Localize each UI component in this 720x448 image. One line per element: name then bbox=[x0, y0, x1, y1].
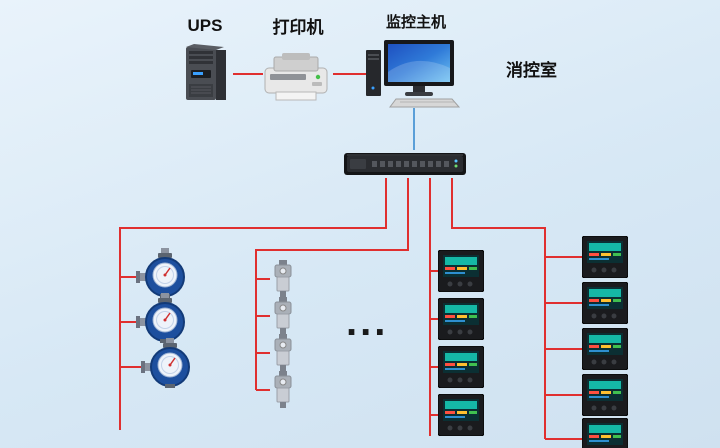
digital-meter-icon bbox=[582, 328, 628, 370]
digital-meter-icon bbox=[582, 282, 628, 324]
control-room-label: 消控室 bbox=[506, 61, 557, 80]
printer-icon bbox=[262, 52, 330, 102]
water-meter-icon bbox=[141, 338, 199, 388]
monitor-host-label: 监控主机 bbox=[385, 14, 446, 31]
data-collector-switch-icon bbox=[344, 150, 466, 178]
water-meter-icon bbox=[136, 248, 194, 298]
digital-meter-icon bbox=[438, 298, 484, 340]
digital-meter-icon bbox=[438, 394, 484, 436]
digital-meter-icon bbox=[582, 374, 628, 416]
more-devices-ellipsis: ... bbox=[346, 300, 389, 344]
digital-meter-icon bbox=[438, 346, 484, 388]
pressure-sensor-icon bbox=[268, 297, 298, 335]
printer-label: 打印机 bbox=[272, 18, 324, 37]
pressure-sensor-icon bbox=[268, 371, 298, 409]
pressure-sensor-icon bbox=[268, 260, 298, 298]
digital-meter-icon bbox=[438, 250, 484, 292]
ups-label: UPS bbox=[187, 16, 223, 35]
digital-meter-icon bbox=[582, 418, 628, 448]
water-meter-icon bbox=[136, 293, 194, 343]
digital-meter-icon bbox=[582, 236, 628, 278]
pressure-sensor-icon bbox=[268, 334, 298, 372]
ups-tower-icon bbox=[180, 44, 232, 102]
desktop-computer-icon bbox=[366, 40, 460, 108]
red-wires bbox=[119, 73, 584, 440]
